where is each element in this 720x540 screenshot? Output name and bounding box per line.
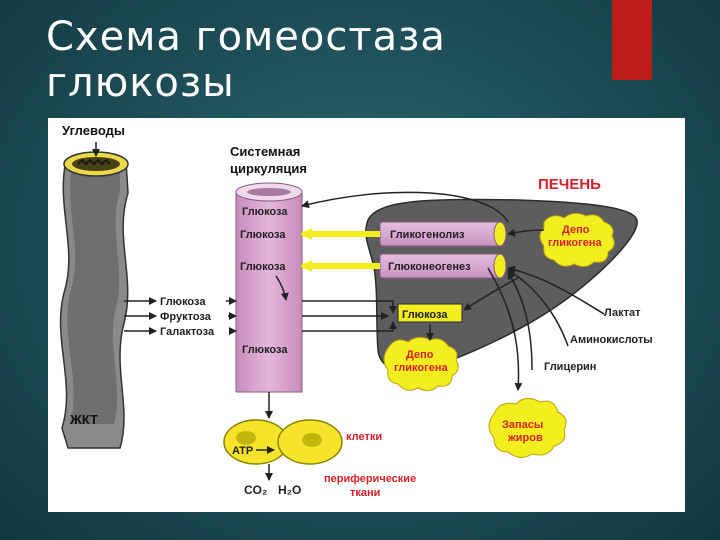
- peripheral-label-line1: периферические: [324, 473, 416, 485]
- lactate-curve: [507, 265, 605, 315]
- liver-to-fat-curve: [487, 267, 523, 391]
- carbs-granules: [77, 158, 111, 166]
- gi-tract-opening-inner: [72, 157, 120, 171]
- cell-1-nucleus: [236, 431, 256, 445]
- glycogen-depot-1-line1: Депо: [562, 224, 590, 236]
- circulation-vessel-top-inner: [247, 188, 291, 196]
- glycogen-depot-2-shape: [383, 336, 459, 392]
- accent-bar: [612, 0, 652, 80]
- gluconeogenesis-label: Глюконеогенез: [388, 261, 471, 273]
- vessel-glucose-2: Глюкоза: [240, 229, 286, 241]
- glycogen-depot-1-shape: [539, 212, 615, 268]
- portal-line-3: [302, 321, 397, 332]
- cells-label: клетки: [346, 431, 382, 443]
- co2-label: CO₂: [244, 483, 267, 497]
- glycogen-depot-2-line2: гликогена: [394, 362, 448, 374]
- amino-label: Аминокислоты: [570, 334, 653, 346]
- vessel-glucose-3: Глюкоза: [240, 261, 286, 273]
- h2o-label: H₂O: [278, 483, 301, 497]
- liver-to-vessel-arc: [301, 191, 509, 223]
- depot-to-glucose-curve: [463, 277, 519, 311]
- fat-stores-line1: Запасы: [502, 419, 543, 431]
- portal-line-1: [302, 300, 397, 314]
- slide-title-line1: Схема гомеостаза: [46, 14, 446, 60]
- liver-label: ПЕЧЕНЬ: [538, 176, 601, 193]
- gluconeogenesis-tube-end: [493, 253, 507, 279]
- glycerol-label: Глицерин: [544, 361, 596, 373]
- vessel-glucose-4: Глюкоза: [242, 344, 288, 356]
- fat-stores-line2: жиров: [507, 432, 543, 444]
- circulation-vessel: [235, 191, 303, 393]
- carbs-label: Углеводы: [62, 123, 125, 138]
- atp-label: ATP: [232, 445, 253, 457]
- slide-title-line2: глюкозы: [46, 60, 235, 106]
- liver-glucose-label: Глюкоза: [402, 309, 448, 321]
- liver-glucose-box: [397, 303, 463, 323]
- glycogen-depot-1-line2: гликогена: [548, 237, 602, 249]
- amino-curve: [507, 269, 569, 347]
- glucose-homeostasis-diagram: Углеводы ЖКТ Системная циркуляция ПЕЧЕНЬ…: [48, 118, 685, 512]
- slide-title: Схема гомеостаза глюкозы: [46, 14, 566, 106]
- glycogenolysis-label: Гликогенолиз: [390, 229, 465, 241]
- absorbed-glucose-label: Глюкоза: [160, 296, 206, 308]
- absorbed-fructose-label: Фруктоза: [160, 311, 212, 323]
- glycogen-depot-2-line1: Депо: [406, 349, 434, 361]
- lactate-label: Лактат: [604, 307, 641, 319]
- cell-2-nucleus: [302, 433, 322, 447]
- absorbed-galactose-label: Галактоза: [160, 326, 215, 338]
- gi-tract-label: ЖКТ: [69, 412, 98, 427]
- vessel-glucose-1: Глюкоза: [242, 206, 288, 218]
- vessel-internal-arrow: [275, 275, 289, 301]
- peripheral-label-line2: ткани: [350, 487, 380, 499]
- circulation-label-line1: Системная: [230, 144, 300, 159]
- fat-stores-shape: [488, 398, 567, 458]
- gi-tract-inner: [67, 166, 120, 424]
- circulation-label-line2: циркуляция: [230, 161, 307, 176]
- glycogenolysis-tube-end: [493, 221, 507, 247]
- depot1-curve: [507, 228, 545, 237]
- diagram-canvas: Углеводы ЖКТ Системная циркуляция ПЕЧЕНЬ…: [59, 123, 653, 499]
